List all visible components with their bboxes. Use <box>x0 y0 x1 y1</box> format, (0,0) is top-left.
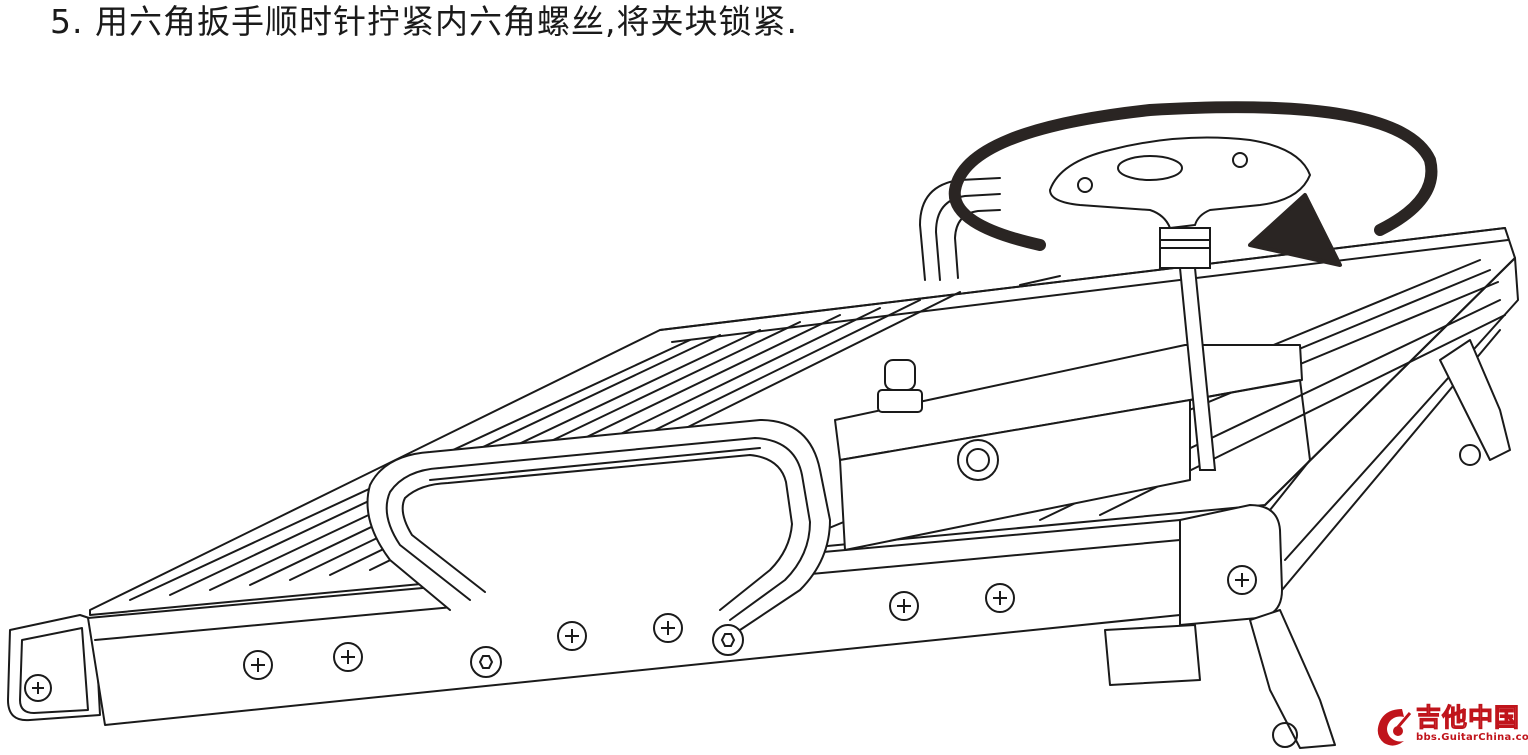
step-text: 用六角扳手顺时针拧紧内六角螺丝,将夹块锁紧. <box>95 2 798 41</box>
feet <box>1104 339 1511 749</box>
watermark-name: 吉他中国 <box>1415 703 1521 733</box>
phillips-screw-icon <box>653 613 683 643</box>
phillips-screw-icon <box>243 650 273 680</box>
phillips-screw-icon <box>24 674 52 702</box>
step-number: 5. <box>50 2 84 41</box>
phillips-screw-icon <box>333 642 363 672</box>
hex-socket-screw-icon <box>712 624 744 656</box>
watermark-url: bbs.GuitarChina.com <box>1416 732 1528 743</box>
front-handle <box>366 419 831 631</box>
guitar-logo-icon <box>1377 709 1412 746</box>
watermark: 吉他中国 bbs.GuitarChina.com <box>1372 703 1528 751</box>
phillips-screw-icon <box>889 591 919 621</box>
phillips-screw-icon <box>557 621 587 651</box>
rotation-arrow-icon <box>948 101 1438 267</box>
jack-socket <box>957 439 999 481</box>
hex-key-icon <box>1048 136 1312 471</box>
footswitch <box>877 359 923 413</box>
phillips-screw-icon <box>985 583 1015 613</box>
phillips-screw-icon <box>1227 565 1257 595</box>
side-rail-left <box>7 614 101 722</box>
hex-socket-screw-icon <box>470 646 502 678</box>
control-box <box>834 344 1311 551</box>
instruction-text: 5. 用六角扳手顺时针拧紧内六角螺丝,将夹块锁紧. <box>50 0 798 44</box>
